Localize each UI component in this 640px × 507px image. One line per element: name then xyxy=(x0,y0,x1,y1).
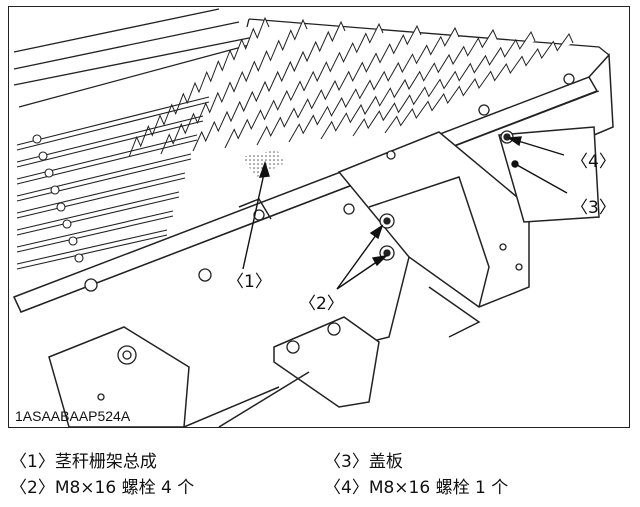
grate-tooth-row xyxy=(128,16,270,158)
grate-tooth-row xyxy=(256,24,422,146)
legend-item-2: 〈2〉M8×16 螺栓 4 个 xyxy=(10,478,194,499)
diagram-frame: 〈1〉 〈2〉 〈3〉 〈4〉 1ASAABAAP524A xyxy=(8,6,630,428)
grate-tooth-row xyxy=(320,28,498,140)
grate-tooth-row xyxy=(192,20,346,152)
rake-rod xyxy=(16,153,192,202)
lower-plates xyxy=(48,316,380,427)
rod-end xyxy=(56,202,66,212)
callout-3: 〈3〉 xyxy=(571,198,616,218)
legend-text: 茎秆栅架总成 xyxy=(54,452,157,472)
legend-item-1: 〈1〉茎秆栅架总成 xyxy=(10,452,157,473)
callout-2: 〈2〉 xyxy=(299,294,344,314)
straw-rack-teeth xyxy=(128,16,574,158)
grate-tooth-row xyxy=(352,30,536,137)
rod-end xyxy=(38,151,48,161)
rod-end xyxy=(32,134,42,144)
legend-num: 〈4〉 xyxy=(324,478,369,498)
leader-lines xyxy=(242,136,568,290)
cover-plate-bracket xyxy=(337,126,600,348)
rake-rod xyxy=(16,96,210,151)
legend-num: 〈2〉 xyxy=(10,478,55,498)
callout-1: 〈1〉 xyxy=(227,272,272,292)
rake-rod xyxy=(16,115,204,168)
rake-rod xyxy=(16,210,174,253)
rake-rods xyxy=(16,96,210,270)
legend-item-4: 〈4〉M8×16 螺栓 1 个 xyxy=(324,478,508,499)
legend-text: M8×16 螺栓 1 个 xyxy=(368,478,509,498)
callout-4: 〈4〉 xyxy=(571,152,616,172)
rake-rod xyxy=(16,191,180,236)
rake-rod xyxy=(16,229,168,270)
legend-num: 〈3〉 xyxy=(324,452,369,472)
legend-text: M8×16 螺栓 4 个 xyxy=(54,478,195,498)
legend-num: 〈1〉 xyxy=(10,452,55,472)
upper-rails xyxy=(13,8,610,108)
rod-end xyxy=(50,185,60,195)
grate-tooth-row xyxy=(384,32,574,134)
grate-tooth-row xyxy=(224,22,384,149)
rack-shaded-area xyxy=(241,150,285,177)
assembly-drawing: 〈1〉 〈2〉 〈3〉 〈4〉 1ASAABAAP524A xyxy=(12,8,616,427)
legend-item-3: 〈3〉盖板 xyxy=(324,452,403,473)
rod-end xyxy=(74,253,84,263)
figure-code: 1ASAABAAP524A xyxy=(15,408,131,424)
rod-end xyxy=(68,236,78,246)
rod-end xyxy=(44,168,54,178)
legend-text: 盖板 xyxy=(368,452,403,472)
grate-tooth-row xyxy=(288,26,460,143)
rod-end xyxy=(62,219,72,229)
rake-rod xyxy=(16,172,186,219)
